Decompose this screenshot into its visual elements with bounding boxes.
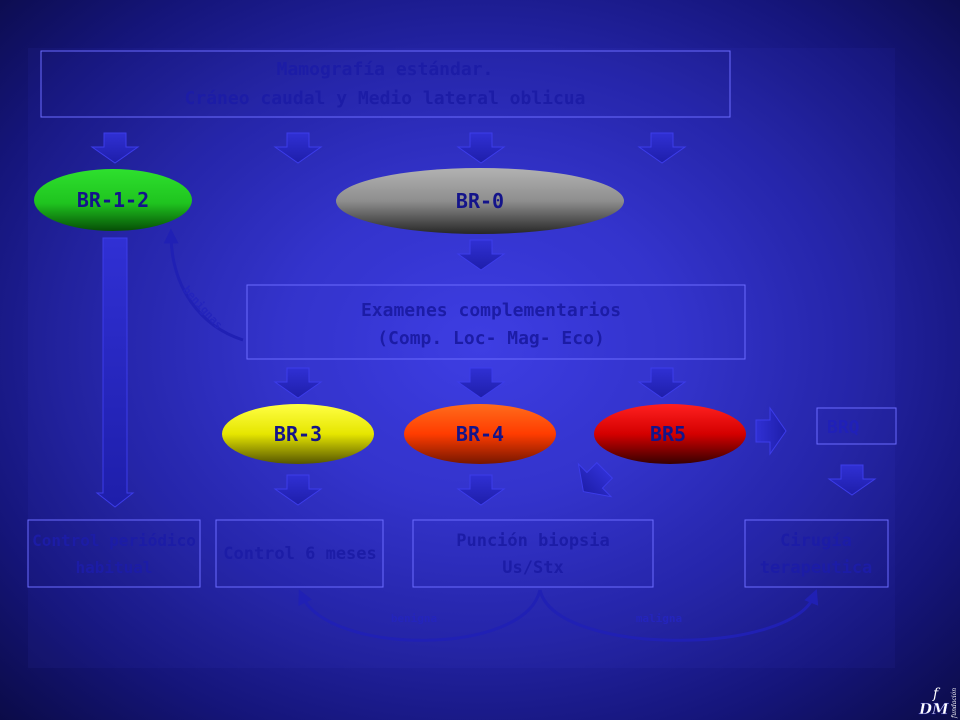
arrow-down-row1-2 bbox=[273, 132, 323, 164]
control-periodico-line2: habitual bbox=[75, 558, 152, 577]
edge-label-benigna: benigna bbox=[391, 612, 437, 625]
arrow-down-br3-to-control-6 bbox=[273, 474, 323, 506]
exams-box: Examenes complementarios (Comp. Loc- Mag… bbox=[246, 284, 746, 360]
br3-ellipse bbox=[222, 404, 374, 464]
arrow-right-br5-to-brq bbox=[755, 406, 787, 456]
logo-top-letter: f bbox=[932, 686, 941, 702]
puncion-box: Punción biopsia Us/Stx bbox=[412, 519, 654, 588]
control-6-meses-label: Control 6 meses bbox=[223, 544, 377, 564]
cirugia-line2: terapeutica bbox=[760, 558, 873, 578]
mammography-box-frame bbox=[40, 50, 731, 118]
arrow-down-br0-to-exams bbox=[456, 239, 506, 271]
arrow-down-row1-4 bbox=[637, 132, 687, 164]
arrow-br12-to-control-periodico bbox=[95, 237, 135, 508]
brq-box: BRQ bbox=[816, 407, 897, 445]
br12-node: BR-1-2 bbox=[34, 169, 192, 231]
br12-ellipse bbox=[34, 169, 192, 231]
control-periodico-line1: Control periódico bbox=[32, 531, 196, 550]
br5-ellipse bbox=[594, 404, 746, 464]
br0-label: BR-0 bbox=[456, 189, 504, 213]
exams-title: Examenes complementarios bbox=[361, 300, 621, 321]
control-6-meses-box: Control 6 meses bbox=[215, 519, 384, 588]
br0-node: BR-0 bbox=[336, 168, 624, 234]
cirugia-box: Cirugía terapeutica bbox=[744, 519, 889, 588]
br5-label: BR5 bbox=[650, 422, 686, 446]
arrow-down-to-br5 bbox=[637, 367, 687, 399]
puncion-frame bbox=[412, 519, 654, 588]
inner-panel bbox=[28, 48, 895, 668]
puncion-line2: Us/Stx bbox=[502, 558, 563, 578]
arrow-diagonal-br5-to-puncion bbox=[577, 461, 614, 498]
exams-box-frame bbox=[246, 284, 746, 360]
br12-label: BR-1-2 bbox=[77, 188, 149, 212]
br4-ellipse bbox=[404, 404, 556, 464]
arrow-down-br4-to-puncion bbox=[456, 474, 506, 506]
mammography-subtitle: Cráneo caudal y Medio lateral oblicua bbox=[185, 88, 586, 109]
control-periodico-box: Control periódico habitual bbox=[27, 519, 201, 588]
br3-label: BR-3 bbox=[274, 422, 322, 446]
br4-label: BR-4 bbox=[456, 422, 504, 446]
br4-node: BR-4 bbox=[404, 404, 556, 464]
edge-label-maligna: maligna bbox=[636, 612, 682, 625]
arrow-down-to-br3 bbox=[273, 367, 323, 399]
logo-word: fundación bbox=[951, 688, 958, 719]
br0-ellipse bbox=[336, 168, 624, 234]
mammography-title: Mamografía estándar. bbox=[277, 59, 494, 80]
control-6-meses-frame bbox=[215, 519, 384, 588]
cirugia-line1: Cirugía bbox=[780, 531, 852, 551]
br5-node: BR5 bbox=[594, 404, 746, 464]
br3-node: BR-3 bbox=[222, 404, 374, 464]
logo-mark: DM bbox=[918, 700, 949, 718]
curve-benigna-to-control-6 bbox=[298, 589, 542, 642]
curve-maligna-to-cirugia bbox=[538, 589, 819, 642]
puncion-line1: Punción biopsia bbox=[456, 531, 610, 551]
brq-label: BRQ bbox=[827, 417, 860, 438]
brq-box-frame bbox=[816, 407, 897, 445]
arrow-down-to-br12 bbox=[90, 132, 140, 164]
arrow-down-to-br4 bbox=[456, 367, 506, 399]
control-periodico-frame bbox=[27, 519, 201, 588]
mammography-box: Mamografía estándar. Cráneo caudal y Med… bbox=[40, 50, 731, 118]
arrow-down-brq-to-cirugia bbox=[827, 464, 877, 496]
foundation-logo: f DM fundación bbox=[918, 686, 958, 719]
curve-benignas-to-br12 bbox=[163, 228, 244, 342]
arrow-down-row1-3 bbox=[456, 132, 506, 164]
exams-subtitle: (Comp. Loc- Mag- Eco) bbox=[377, 328, 605, 349]
cirugia-frame bbox=[744, 519, 889, 588]
